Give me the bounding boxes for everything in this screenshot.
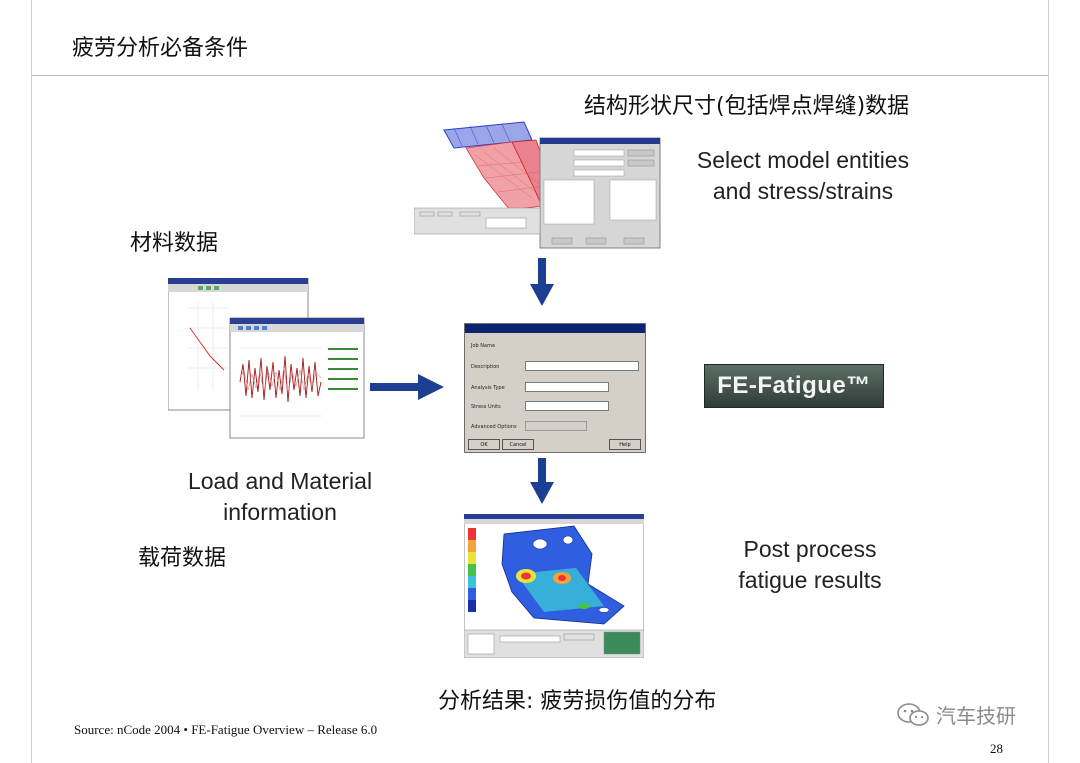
load-material-line-1: Load and Material <box>187 468 373 494</box>
dialog-advanced-options-group[interactable] <box>525 421 587 431</box>
load-history-window <box>229 317 365 439</box>
post-toolbar <box>464 629 644 658</box>
load-label: 载荷数据 <box>138 546 227 571</box>
fe-fatigue-dialog-screenshot: Job Name Description Analysis Type Stres… <box>464 323 646 453</box>
post-label-line-1: Post process <box>743 536 877 562</box>
dialog-help-button[interactable]: Help <box>609 439 641 450</box>
contour-legend <box>468 528 476 612</box>
select-label-line-1: Select model entities <box>696 147 910 173</box>
model-selection-screenshot <box>414 118 662 250</box>
fe-fatigue-logo-text: FE-Fatigue™ <box>717 372 871 399</box>
dialog-ok-label: OK <box>480 441 488 448</box>
load-material-label: Load and Material information <box>170 466 390 528</box>
dialog-cancel-button[interactable]: Cancel <box>502 439 534 450</box>
select-label: Select model entities and stress/strains <box>683 145 923 207</box>
material-label: 材料数据 <box>130 231 219 256</box>
dialog-row-advanced-options: Advanced Options <box>471 424 517 430</box>
frame-left-border <box>31 0 32 763</box>
dialog-ok-button[interactable]: OK <box>468 439 500 450</box>
dialog-title-bar <box>465 324 645 333</box>
structure-label: 结构形状尺寸(包括焊点焊缝)数据 <box>584 94 910 119</box>
dialog-analysis-type-select[interactable] <box>525 382 609 392</box>
dialog-cancel-label: Cancel <box>509 441 527 448</box>
dialog-row-job-name: Job Name <box>471 343 496 349</box>
dialog-help-label: Help <box>619 441 631 448</box>
model-toolbar <box>414 207 541 235</box>
fe-fatigue-logo: FE-Fatigue™ <box>704 364 884 408</box>
load-material-plots <box>168 278 368 440</box>
post-label: Post process fatigue results <box>720 534 900 596</box>
slide-title: 疲劳分析必备条件 <box>72 36 249 61</box>
dialog-row-description: Description <box>471 364 500 370</box>
dialog-row-stress-units: Stress Units <box>471 404 501 410</box>
select-label-line-2: and stress/strains <box>712 178 894 204</box>
source-citation: Source: nCode 2004 • FE-Fatigue Overview… <box>74 722 378 737</box>
frame-right-border <box>1048 0 1049 763</box>
wechat-icon <box>896 702 930 728</box>
result-label: 分析结果: 疲劳损伤值的分布 <box>438 689 717 714</box>
arrow-right-icon <box>370 374 444 400</box>
arrow-down-icon <box>530 258 554 306</box>
title-divider <box>31 75 1049 76</box>
watermark-text: 汽车技研 <box>936 704 1016 728</box>
post-label-line-2: fatigue results <box>738 567 882 593</box>
post-process-screenshot <box>464 514 644 658</box>
arrow-down-icon <box>530 458 554 504</box>
page-number: 28 <box>990 741 1003 756</box>
watermark: 汽车技研 <box>896 700 1016 729</box>
dialog-description-field[interactable] <box>525 361 639 371</box>
bracket-contour-model <box>501 525 625 625</box>
load-material-line-2: information <box>223 499 337 525</box>
dialog-row-analysis-type: Analysis Type <box>471 385 505 391</box>
dialog-stress-units-select[interactable] <box>525 401 609 411</box>
entity-dialog-window <box>539 137 661 249</box>
